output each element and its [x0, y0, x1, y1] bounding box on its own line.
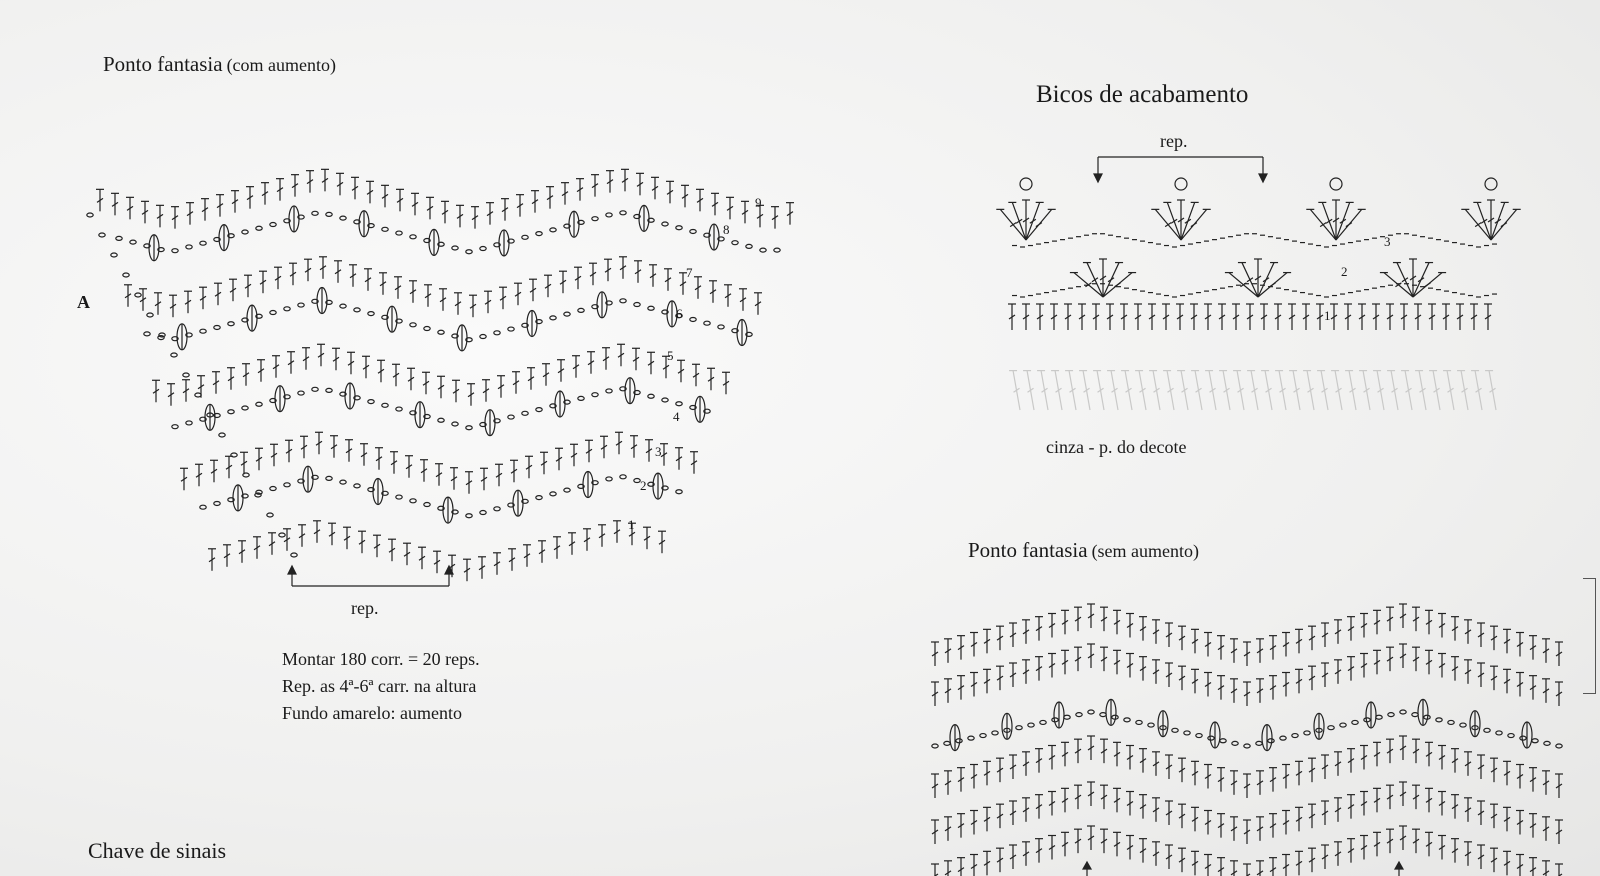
ripple-title-sub: (sem aumento): [1091, 541, 1200, 561]
left-crochet-chart: [86, 168, 794, 582]
left-row-number: 5: [667, 348, 674, 363]
ripple-crochet-chart: [931, 603, 1563, 876]
edging-row-number: 2: [1341, 264, 1348, 279]
edging-rep-bracket: [1093, 156, 1268, 184]
ripple-side-bracket: [1583, 578, 1596, 694]
left-title-main: Ponto fantasia: [103, 52, 223, 76]
ripple-chart-title: Ponto fantasia (sem aumento): [968, 538, 1199, 563]
note-line-1: Montar 180 corr. = 20 reps.: [282, 649, 480, 669]
left-row-number: 7: [686, 265, 693, 280]
left-notes: Montar 180 corr. = 20 reps. Rep. as 4ª-6…: [282, 646, 480, 727]
edging-rep-label: rep.: [1160, 131, 1188, 151]
edging-caption: cinza - p. do decote: [1046, 437, 1187, 457]
left-chart-title: Ponto fantasia (com aumento): [103, 52, 336, 77]
ripple-title-main: Ponto fantasia: [968, 538, 1088, 562]
left-row-number: 1: [628, 517, 635, 532]
left-row-number: 4: [673, 409, 680, 424]
left-row-number: 2: [640, 478, 647, 493]
edging-crochet-chart: [996, 177, 1521, 411]
left-row-number: 8: [723, 222, 730, 237]
left-row-number: 6: [676, 306, 683, 321]
key-title: Chave de sinais: [88, 838, 227, 863]
left-rep-bracket: [287, 564, 454, 587]
edging-row-number: 1: [1324, 308, 1331, 323]
left-side-marker: A: [77, 292, 90, 312]
note-line-2: Rep. as 4ª-6ª carr. na altura: [282, 676, 477, 696]
left-row-number: 3: [655, 444, 662, 459]
edging-row-number: 3: [1384, 234, 1391, 249]
note-line-3: Fundo amarelo: aumento: [282, 703, 462, 723]
edging-title: Bicos de acabamento: [1036, 81, 1249, 108]
left-title-sub: (com aumento): [226, 55, 337, 75]
ripple-bottom-arrows: [1081, 860, 1405, 876]
left-row-number: 9: [755, 195, 762, 210]
left-rep-label: rep.: [351, 598, 379, 618]
